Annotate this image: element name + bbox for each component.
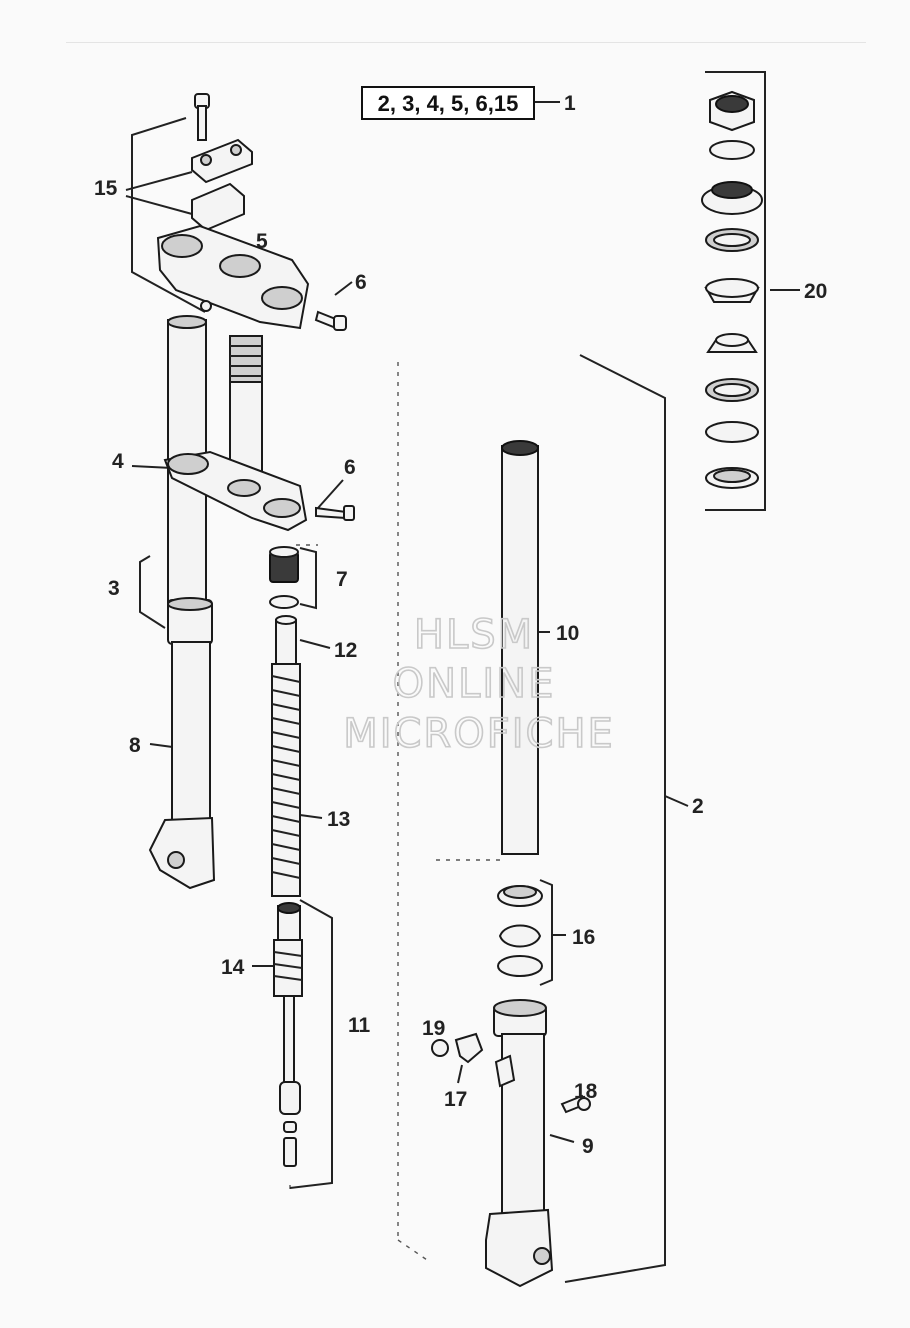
watermark: HLSM ONLINE MICROFICHE [342, 611, 615, 758]
kit-label-text: 2, 3, 4, 5, 6,15 [378, 91, 519, 116]
top-divider [66, 42, 866, 43]
callout-15: 15 [94, 177, 118, 200]
callout-20: 20 [804, 280, 827, 303]
upper-triple-clamp [156, 224, 310, 330]
watermark-line-3: MICROFICHE [343, 711, 615, 757]
callout-1: 1 [564, 92, 576, 115]
callout-7: 7 [336, 568, 348, 591]
bearing-cup-upper [701, 181, 763, 215]
callout-17: 17 [444, 1088, 467, 1111]
steering-bearing-kit [701, 90, 763, 489]
handlebar-clamp-upper [191, 138, 253, 184]
right-fork-tube [501, 440, 539, 855]
callout-labels: 1 2 3 4 5 6 6 7 8 9 10 11 12 13 14 15 16… [94, 92, 827, 1158]
cable-clip [454, 1032, 484, 1064]
callout-3: 3 [108, 577, 120, 600]
small-nut [431, 1039, 449, 1057]
callout-2: 2 [692, 795, 704, 818]
fork-cap [269, 546, 299, 583]
triple-clamp-bolt-upper [314, 310, 347, 331]
callout-10: 10 [556, 622, 579, 645]
watermark-line-2: ONLINE [393, 661, 556, 707]
left-fork-dust-seal [167, 597, 213, 645]
callout-18: 18 [574, 1080, 598, 1103]
spacer-tube [275, 615, 297, 665]
dashed-guide-lines [289, 362, 500, 1263]
group-brackets [131, 71, 766, 1283]
kit-label-box: 2, 3, 4, 5, 6,15 [361, 86, 535, 120]
damper-rod [273, 902, 303, 1115]
lower-triple-clamp [163, 450, 308, 532]
watermark-line-1: HLSM [414, 612, 534, 658]
damper-bolt [283, 1121, 297, 1167]
fork-spring [271, 663, 301, 897]
callout-19: 19 [422, 1017, 445, 1040]
callout-9: 9 [582, 1135, 594, 1158]
drain-screw [560, 1094, 591, 1114]
right-fork-slider [485, 999, 554, 1288]
callout-13: 13 [327, 808, 350, 831]
callout-11: 11 [348, 1014, 371, 1037]
triple-clamp-bolt-lower [315, 505, 355, 521]
callout-8: 8 [129, 734, 141, 757]
callout-4: 4 [112, 450, 124, 473]
callout-5: 5 [256, 230, 268, 253]
bearing-race-cone [704, 278, 760, 303]
steering-nut [709, 90, 755, 132]
handlebar-clamp-lower [191, 182, 245, 232]
callout-12: 12 [334, 639, 357, 662]
callout-14: 14 [221, 956, 245, 979]
callout-6-lower: 6 [344, 456, 356, 479]
left-fork-slider [148, 641, 216, 890]
top-clamp-bolt [194, 93, 210, 141]
o-ring [269, 595, 299, 609]
seal-kit [497, 885, 543, 977]
callout-6-upper: 6 [355, 271, 367, 294]
callout-16: 16 [572, 926, 595, 949]
